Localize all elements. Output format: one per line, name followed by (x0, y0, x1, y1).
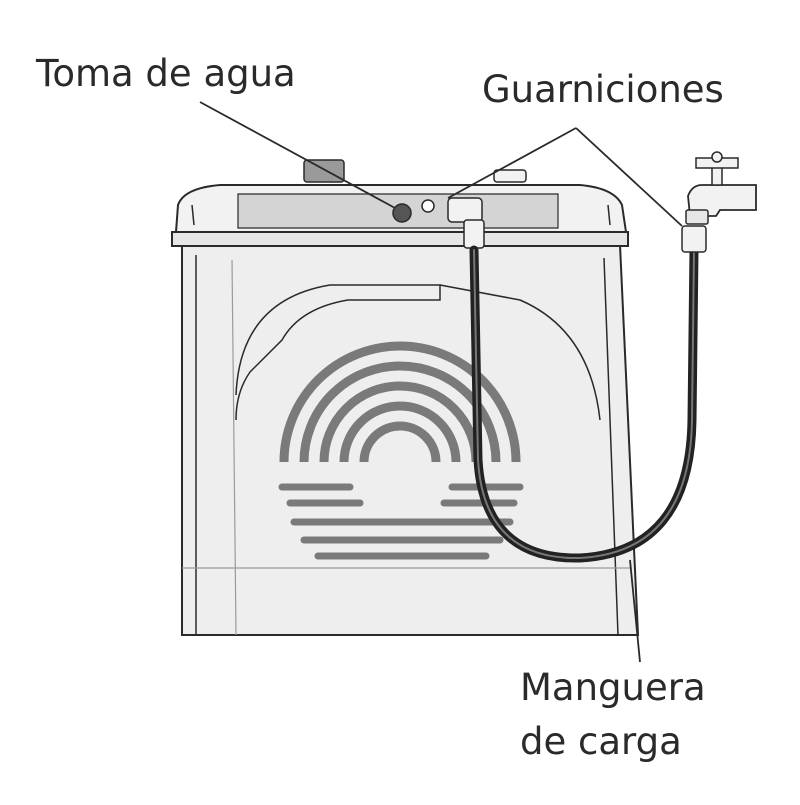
console-knob-left (303, 159, 345, 183)
label-fill-hose-line1: Manguera (520, 666, 706, 709)
vent-slots (278, 483, 524, 560)
hose-icon (447, 197, 707, 563)
water-inlet-port (392, 203, 412, 223)
faucet-handle (695, 157, 739, 169)
faucet-handle-cap (711, 151, 723, 163)
leader-fitting-faucet (575, 127, 683, 227)
cabinet-inner-left (231, 259, 237, 636)
leader-water-inlet (199, 101, 396, 209)
console-corner-right (607, 204, 611, 226)
vent-arcs (279, 341, 521, 463)
dryer-icon (171, 159, 640, 636)
label-water-inlet: Toma de agua (36, 52, 296, 95)
leader-fitting-elbow (447, 127, 577, 199)
dryer-cabinet (181, 244, 640, 636)
label-fittings: Guarniciones (482, 68, 724, 111)
console-corner-left (191, 204, 195, 226)
faucet-pipe (687, 184, 757, 217)
inlet-fitting-small (421, 199, 435, 213)
leader-fill-hose (629, 559, 641, 663)
console-knob-right (493, 169, 527, 183)
hose-connector (463, 219, 485, 249)
faucet-icon (685, 151, 757, 225)
rear-door-outline (235, 284, 441, 421)
leader-lines (199, 101, 683, 663)
faucet-spout (685, 209, 709, 225)
fill-hose-highlight (473, 249, 695, 560)
label-fill-hose-line2: de carga (520, 720, 682, 763)
cabinet-right-edge (603, 257, 619, 636)
hose-top-connector (681, 225, 707, 253)
hose-elbow-fitting (447, 197, 483, 223)
rear-door-arc (439, 284, 601, 421)
dryer-top-ledge (171, 231, 629, 247)
